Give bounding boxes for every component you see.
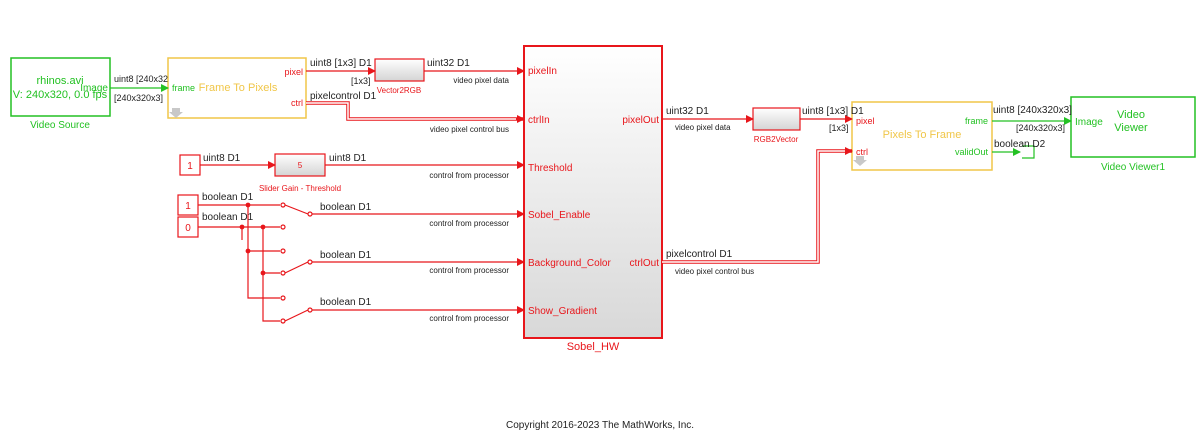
signal-thr-const-type: uint8 D1 bbox=[203, 153, 241, 164]
video-source-caption: Video Source bbox=[30, 120, 90, 131]
signal-sw1-type: boolean D1 bbox=[320, 202, 372, 213]
switch-gradient[interactable] bbox=[280, 295, 313, 324]
video-source-info: V: 240x320, 0.0 fps bbox=[13, 89, 108, 101]
constant-threshold-value: 1 bbox=[187, 161, 193, 172]
sobel-in-ctrl: ctrlIn bbox=[528, 115, 550, 126]
frame-to-pixels-out-ctrl: ctrl bbox=[291, 98, 303, 108]
sobel-out-pixel: pixelOut bbox=[622, 115, 659, 126]
signal-control-from-processor-1: control from processor bbox=[429, 171, 509, 180]
pixels-to-frame-title: Pixels To Frame bbox=[883, 129, 962, 141]
signal-control-from-processor-4: control from processor bbox=[429, 314, 509, 323]
signal-src-type: uint8 [240x32 bbox=[114, 74, 168, 84]
signal-src-dims: [240x320x3] bbox=[114, 93, 163, 103]
pixels-to-frame-in-ctrl: ctrl bbox=[856, 147, 868, 157]
junction-dot bbox=[245, 248, 251, 254]
junction-dot bbox=[239, 224, 245, 230]
constant-true-value: 1 bbox=[185, 201, 191, 212]
sobel-in-threshold: Threshold bbox=[528, 163, 572, 174]
signal-control-from-processor-2: control from processor bbox=[429, 219, 509, 228]
frame-to-pixels-title: Frame To Pixels bbox=[199, 82, 278, 94]
signal-control-from-processor-3: control from processor bbox=[429, 266, 509, 275]
frame-to-pixels-out-pixel: pixel bbox=[284, 67, 303, 77]
video-source-file: rhinos.avi bbox=[36, 75, 83, 87]
signal-thr-gain-type: uint8 D1 bbox=[329, 153, 367, 164]
frame-to-pixels-block[interactable]: Frame To Pixels frame pixel ctrl bbox=[167, 57, 307, 119]
pixels-to-frame-in-pixel: pixel bbox=[856, 116, 875, 126]
sobel-in-gradient: Show_Gradient bbox=[528, 306, 597, 317]
rgb2vector-block[interactable] bbox=[752, 107, 801, 131]
signal-f2p-ctrl-type: pixelcontrol D1 bbox=[310, 91, 377, 102]
signal-pixout-desc: video pixel data bbox=[675, 123, 731, 132]
signal-labels: uint8 [240x32 [240x320x3] uint8 [1x3] D1… bbox=[114, 58, 1072, 323]
switch-background[interactable] bbox=[280, 248, 313, 276]
sobel-in-pixel: pixelIn bbox=[528, 66, 557, 77]
wire-false-trunk bbox=[198, 226, 280, 322]
slider-gain-caption: Slider Gain - Threshold bbox=[259, 184, 341, 193]
pixels-to-frame-block[interactable]: Pixels To Frame pixel ctrl frame validOu… bbox=[851, 101, 993, 171]
slider-gain-block[interactable]: 5 bbox=[274, 153, 326, 177]
constant-threshold-block[interactable]: 1 bbox=[179, 154, 201, 176]
constant-true-block[interactable]: 1 bbox=[177, 194, 199, 216]
signal-pixout-type: uint32 D1 bbox=[666, 106, 709, 117]
video-viewer-port: Image bbox=[1075, 117, 1103, 128]
junction-dot bbox=[245, 202, 251, 208]
switch-sobel-enable[interactable] bbox=[280, 202, 313, 230]
pixels-to-frame-out-frame: frame bbox=[965, 116, 988, 126]
signal-rgb2v-type: uint8 [1x3] D1 bbox=[802, 106, 864, 117]
video-viewer-caption: Video Viewer1 bbox=[1101, 162, 1166, 173]
signal-v2rgb-type: uint32 D1 bbox=[427, 58, 470, 69]
slider-gain-value: 5 bbox=[298, 161, 303, 170]
junction-dot bbox=[260, 224, 266, 230]
copyright-footer: Copyright 2016-2023 The MathWorks, Inc. bbox=[505, 420, 695, 431]
signal-sw3-type: boolean D1 bbox=[320, 297, 372, 308]
signal-p2f-frame-dims: [240x320x3] bbox=[1016, 123, 1065, 133]
junction-dot bbox=[260, 270, 266, 276]
signal-video-pixel-data: video pixel data bbox=[453, 76, 509, 85]
video-viewer-title-2: Viewer bbox=[1114, 122, 1148, 134]
signal-false-type: boolean D1 bbox=[202, 212, 254, 223]
sobel-in-enable: Sobel_Enable bbox=[528, 210, 591, 221]
constant-false-value: 0 bbox=[185, 223, 191, 234]
down-arrow-icon bbox=[853, 156, 867, 166]
video-source-block[interactable]: rhinos.avi V: 240x320, 0.0 fps Image bbox=[10, 57, 111, 117]
sobel-hw-block[interactable]: pixelIn ctrlIn Threshold Sobel_Enable Ba… bbox=[523, 45, 663, 339]
signal-f2p-pixel-dims: [1x3] bbox=[351, 76, 371, 86]
terminator-icon bbox=[1022, 145, 1035, 159]
video-source-port: Image bbox=[80, 83, 108, 94]
junctions bbox=[239, 202, 266, 276]
down-arrow-icon bbox=[169, 108, 183, 118]
signal-ctrlout-desc: video pixel control bus bbox=[675, 267, 754, 276]
signal-sw2-type: boolean D1 bbox=[320, 250, 372, 261]
sobel-in-background: Background_Color bbox=[528, 258, 611, 269]
wires bbox=[110, 67, 1072, 322]
signal-p2f-valid-type: boolean D2 bbox=[994, 139, 1046, 150]
signal-ctrlout-type: pixelcontrol D1 bbox=[666, 249, 733, 260]
vector2rgb-caption: Vector2RGB bbox=[377, 86, 421, 95]
wire-ctrlout-bus bbox=[662, 147, 853, 264]
sobel-hw-caption: Sobel_HW bbox=[567, 341, 620, 353]
signal-f2p-pixel-type: uint8 [1x3] D1 bbox=[310, 58, 372, 69]
wire-f2p-ctrl-bus-inner bbox=[306, 102, 516, 120]
wire-ctrlout-bus-inner bbox=[662, 150, 845, 263]
video-viewer-title-1: Video bbox=[1117, 109, 1145, 121]
signal-video-pixel-control-bus: video pixel control bus bbox=[430, 125, 509, 134]
vector2rgb-block[interactable] bbox=[374, 58, 425, 82]
wire-f2p-ctrl-bus bbox=[306, 101, 525, 123]
rgb2vector-caption: RGB2Vector bbox=[754, 135, 799, 144]
signal-rgb2v-dims: [1x3] bbox=[829, 123, 849, 133]
constant-false-block[interactable]: 0 bbox=[177, 216, 199, 238]
frame-to-pixels-in-frame: frame bbox=[172, 83, 195, 93]
sobel-out-ctrl: ctrlOut bbox=[630, 258, 660, 269]
video-viewer-block[interactable]: Video Viewer Image bbox=[1070, 96, 1196, 158]
pixels-to-frame-out-valid: validOut bbox=[955, 147, 989, 157]
signal-p2f-frame-type: uint8 [240x320x3] bbox=[993, 105, 1072, 116]
signal-true-type: boolean D1 bbox=[202, 192, 254, 203]
